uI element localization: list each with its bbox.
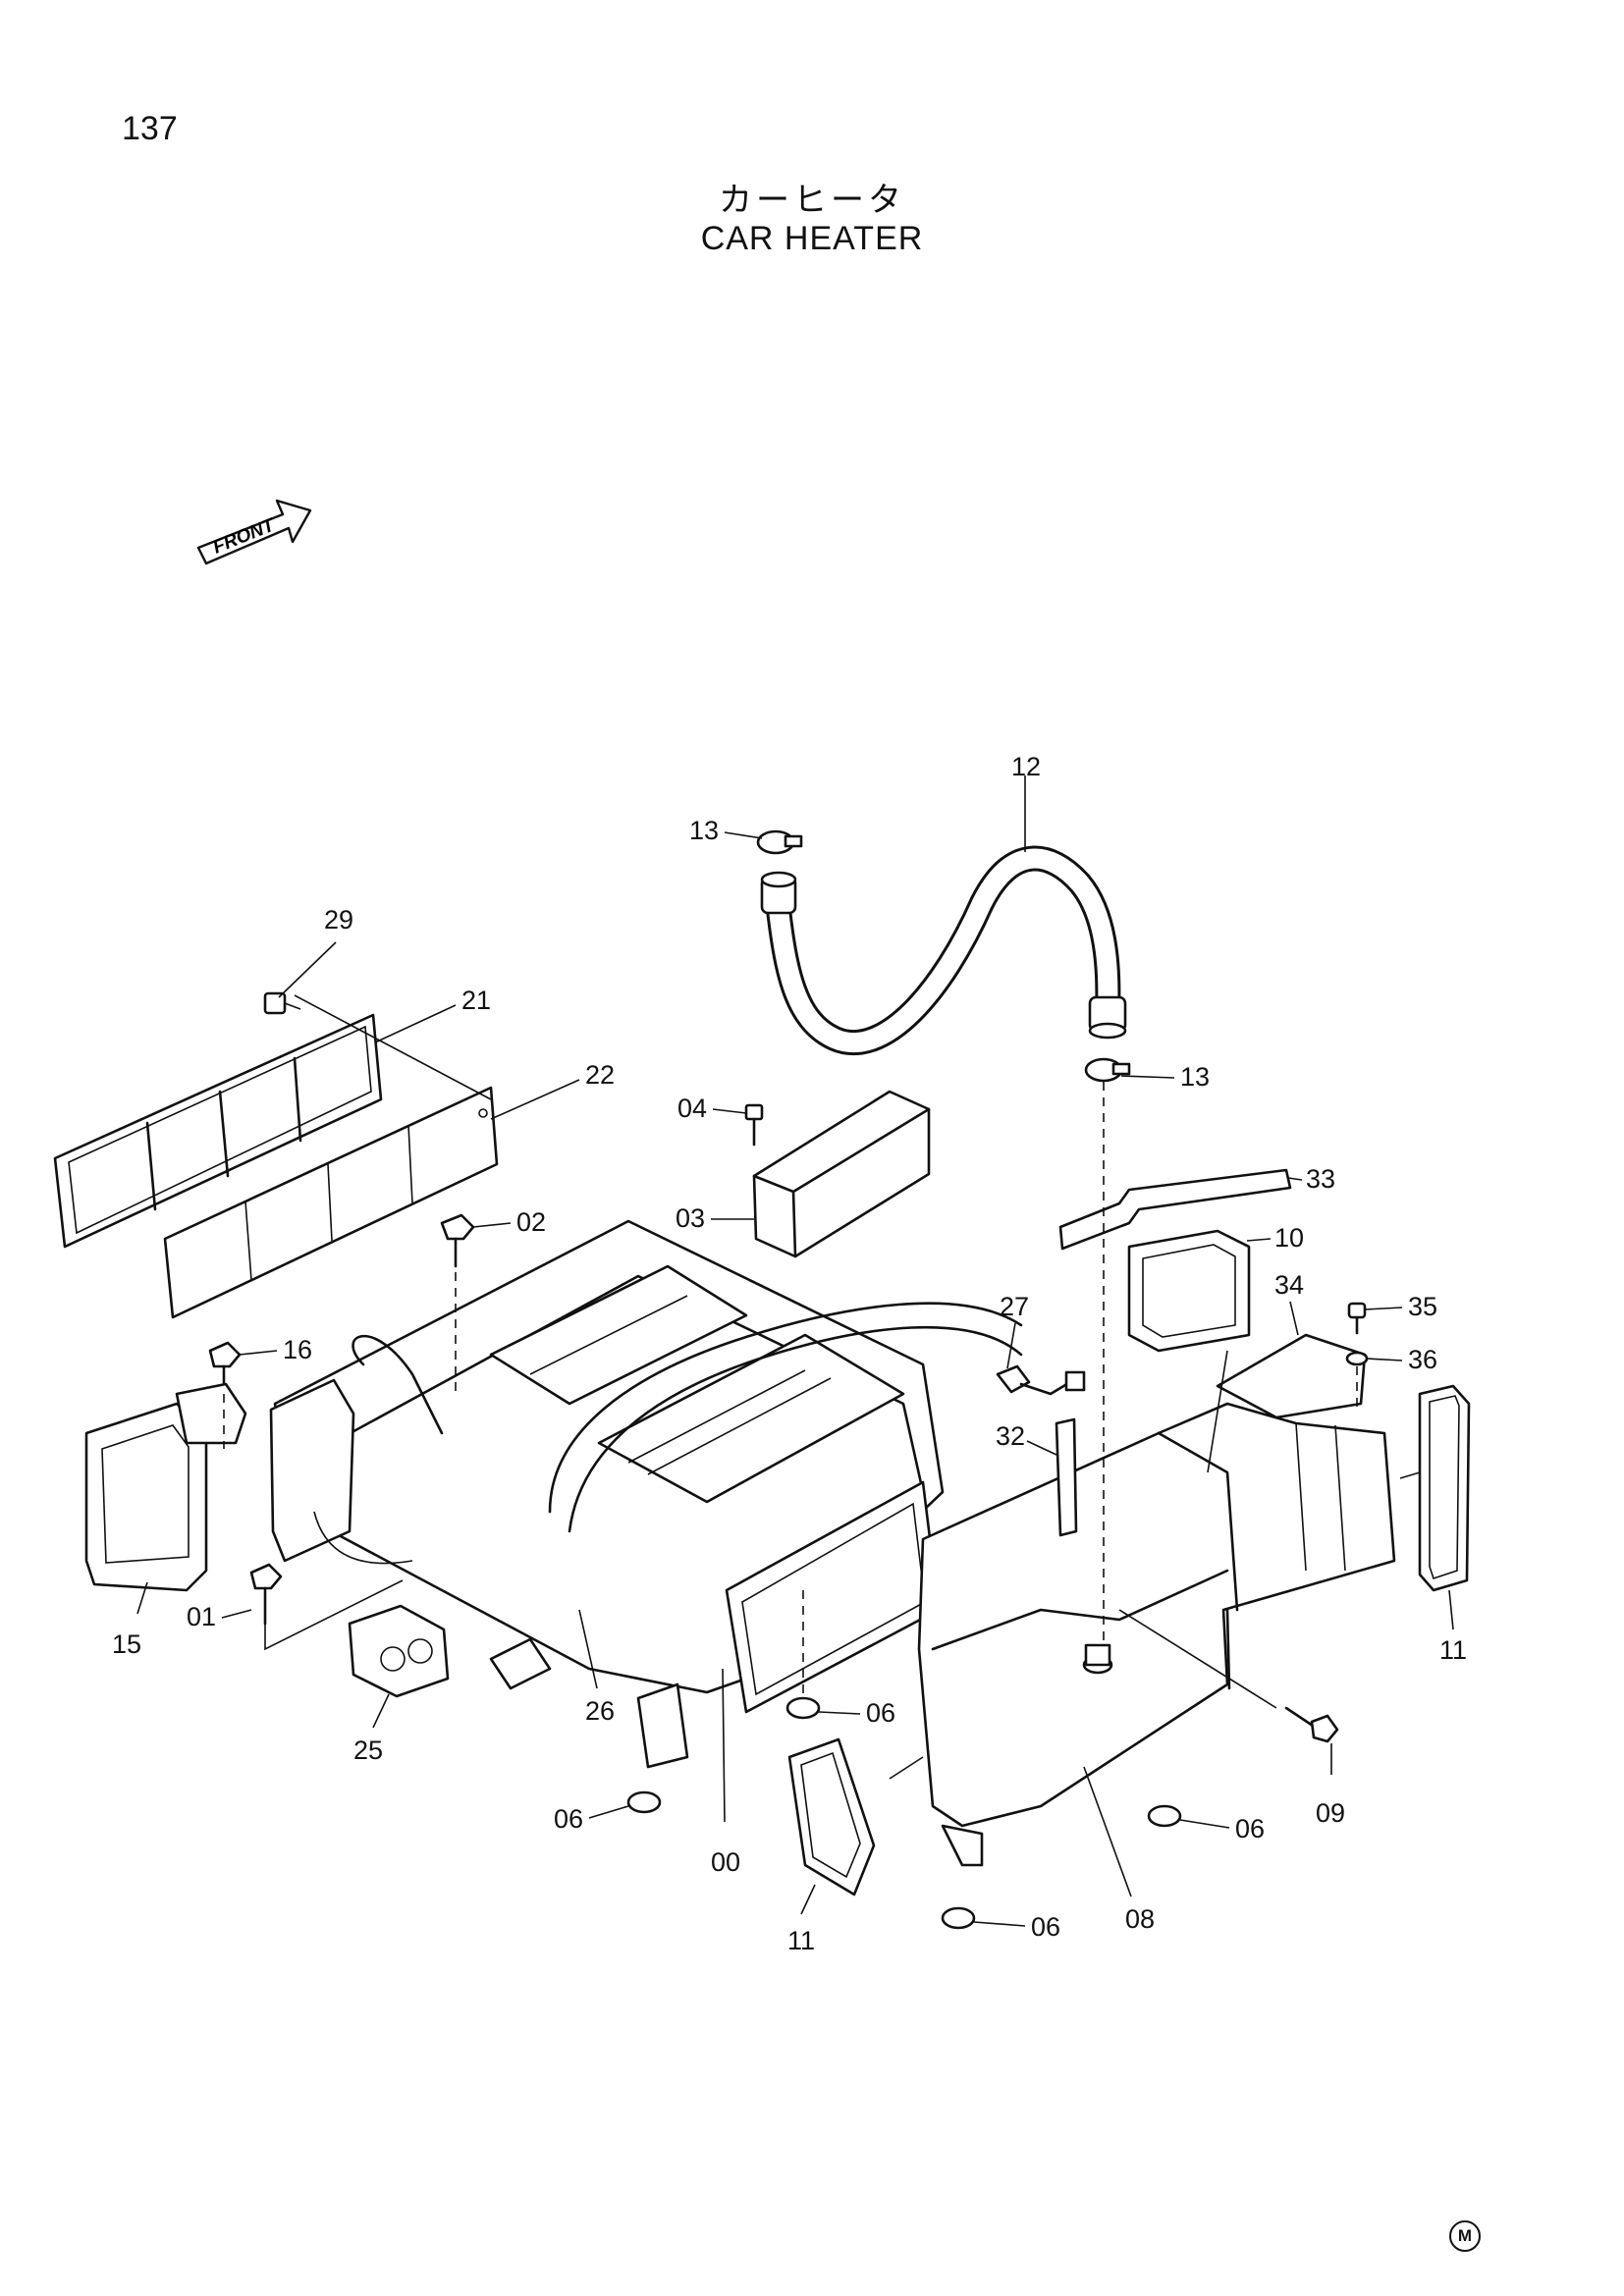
cover-34 bbox=[1216, 1333, 1367, 1419]
callout-11-bottom: 11 bbox=[787, 1884, 816, 1955]
callout-label: 06 bbox=[1031, 1912, 1060, 1942]
callout-35: 35 bbox=[1364, 1292, 1437, 1321]
callout-label: 06 bbox=[866, 1698, 895, 1728]
callout-label: 13 bbox=[689, 816, 719, 845]
callout-label: 09 bbox=[1316, 1798, 1345, 1828]
callout-06-bottom: 06 bbox=[973, 1912, 1060, 1942]
callout-04: 04 bbox=[677, 1094, 747, 1123]
callout-06-left: 06 bbox=[554, 1804, 629, 1834]
callout-label: 11 bbox=[1439, 1635, 1467, 1665]
callout-01: 01 bbox=[187, 1602, 252, 1631]
seal-strip bbox=[1055, 1417, 1078, 1537]
diagram-title-english: CAR HEATER bbox=[700, 220, 924, 257]
screw-35 bbox=[1347, 1302, 1367, 1335]
callout-label: 08 bbox=[1125, 1904, 1155, 1934]
callout-12: 12 bbox=[1011, 752, 1041, 852]
bracket-strip bbox=[1058, 1168, 1292, 1251]
callout-03: 03 bbox=[676, 1203, 754, 1233]
filter-frame bbox=[53, 1013, 383, 1249]
callout-label: 22 bbox=[585, 1060, 615, 1090]
callout-label: 06 bbox=[1235, 1814, 1265, 1843]
callout-09: 09 bbox=[1316, 1743, 1345, 1828]
callout-32: 32 bbox=[996, 1421, 1057, 1456]
callout-label: 33 bbox=[1306, 1164, 1335, 1194]
mount-rubber-bottom bbox=[941, 1906, 976, 1930]
filter-element bbox=[163, 1086, 499, 1319]
callout-33: 33 bbox=[1287, 1164, 1335, 1194]
callout-00: 00 bbox=[711, 1668, 740, 1877]
callout-label: 13 bbox=[1180, 1062, 1210, 1092]
callout-10: 10 bbox=[1246, 1223, 1304, 1253]
callout-label: 15 bbox=[112, 1629, 141, 1659]
washer-36 bbox=[1345, 1351, 1369, 1366]
page-number: 137 bbox=[122, 110, 178, 147]
callout-27: 27 bbox=[1000, 1292, 1029, 1369]
callout-06-right: 06 bbox=[1179, 1814, 1265, 1843]
harness-connector bbox=[996, 1364, 1086, 1396]
duct-assembly bbox=[917, 1402, 1396, 1867]
callout-06-center: 06 bbox=[818, 1698, 895, 1728]
callout-29: 29 bbox=[278, 905, 353, 998]
callout-label: 11 bbox=[787, 1926, 815, 1955]
corner-mark: M bbox=[1449, 2220, 1481, 2252]
mount-rubber-center bbox=[785, 1696, 821, 1720]
callout-label: 26 bbox=[585, 1696, 615, 1726]
callout-label: 29 bbox=[324, 905, 353, 934]
outlet-duct-15 bbox=[84, 1382, 247, 1592]
callout-label: 03 bbox=[676, 1203, 705, 1233]
front-arrow-icon: FRONT bbox=[196, 499, 312, 565]
callout-label: 16 bbox=[283, 1335, 312, 1364]
grommet bbox=[348, 1604, 450, 1698]
callout-label: 21 bbox=[461, 986, 491, 1015]
bolt-01 bbox=[249, 1563, 283, 1626]
bolt-09 bbox=[1284, 1706, 1339, 1743]
callout-label: 25 bbox=[353, 1735, 383, 1765]
callout-label: 01 bbox=[187, 1602, 216, 1631]
assembly-guide-lines bbox=[223, 994, 1421, 1780]
mount-rubber-right bbox=[1147, 1804, 1182, 1828]
hose-clamp-lower bbox=[1084, 1057, 1131, 1083]
callout-21: 21 bbox=[374, 986, 491, 1043]
callout-34: 34 bbox=[1274, 1270, 1304, 1336]
callout-36: 36 bbox=[1366, 1345, 1437, 1374]
callout-13-upper: 13 bbox=[689, 816, 763, 845]
screw-29 bbox=[263, 991, 301, 1015]
callout-26: 26 bbox=[578, 1609, 615, 1726]
callout-label: 02 bbox=[516, 1207, 546, 1237]
heater-unit bbox=[269, 1219, 1023, 1769]
callout-16: 16 bbox=[239, 1335, 312, 1364]
callout-label: 12 bbox=[1011, 752, 1041, 781]
callout-label: 10 bbox=[1274, 1223, 1304, 1253]
callout-label: 00 bbox=[711, 1847, 740, 1877]
callout-label: 34 bbox=[1274, 1270, 1304, 1300]
mount-rubber-left bbox=[626, 1790, 662, 1814]
callout-label: 06 bbox=[554, 1804, 583, 1834]
diagram-title-japanese: カーヒータ bbox=[719, 181, 905, 220]
gasket-11-right bbox=[1418, 1384, 1471, 1592]
callout-11-right: 11 bbox=[1439, 1589, 1467, 1665]
callout-13-lower: 13 bbox=[1120, 1062, 1210, 1092]
screw-04 bbox=[744, 1103, 764, 1147]
callout-label: 32 bbox=[996, 1421, 1025, 1451]
callout-label: 04 bbox=[677, 1094, 707, 1123]
gasket-11-bottom bbox=[787, 1737, 876, 1896]
heater-hose bbox=[760, 845, 1127, 1056]
cover-box bbox=[752, 1090, 931, 1258]
hose-clamp-upper bbox=[756, 829, 803, 855]
callout-label: 27 bbox=[1000, 1292, 1029, 1321]
callout-label: 35 bbox=[1408, 1292, 1437, 1321]
bolt-02 bbox=[440, 1213, 475, 1268]
callout-02: 02 bbox=[472, 1207, 546, 1237]
callout-15: 15 bbox=[112, 1581, 148, 1659]
callout-22: 22 bbox=[490, 1060, 615, 1120]
gasket-10 bbox=[1127, 1229, 1251, 1353]
callout-08: 08 bbox=[1083, 1766, 1155, 1934]
callout-label: 36 bbox=[1408, 1345, 1437, 1374]
callout-25: 25 bbox=[353, 1693, 390, 1765]
